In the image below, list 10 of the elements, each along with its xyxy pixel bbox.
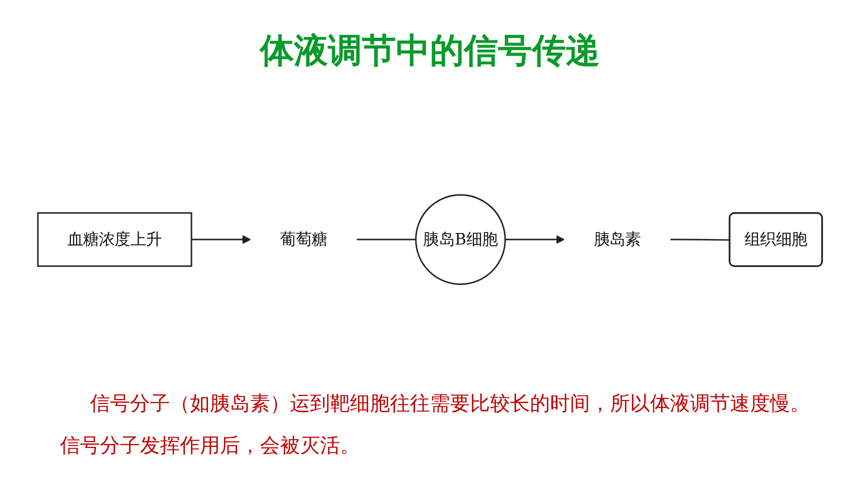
connector: [670, 239, 730, 242]
connector: [356, 239, 416, 241]
diagram-title: 体液调节中的信号传递: [258, 30, 601, 73]
arrow: [191, 236, 251, 244]
arrow: [505, 236, 565, 244]
node-circle: 胰岛B细胞: [415, 194, 506, 286]
node-text: 葡萄糖: [280, 230, 328, 249]
caption: 信号分子（如胰岛素）运到靶细胞往往需要比较长的时间，所以体液调节速度慢。信号分子发挥作用后，会被灭活。: [60, 390, 810, 459]
node-text: 胰岛素: [594, 230, 641, 249]
node-box: 血糖浓度上升: [37, 212, 192, 268]
